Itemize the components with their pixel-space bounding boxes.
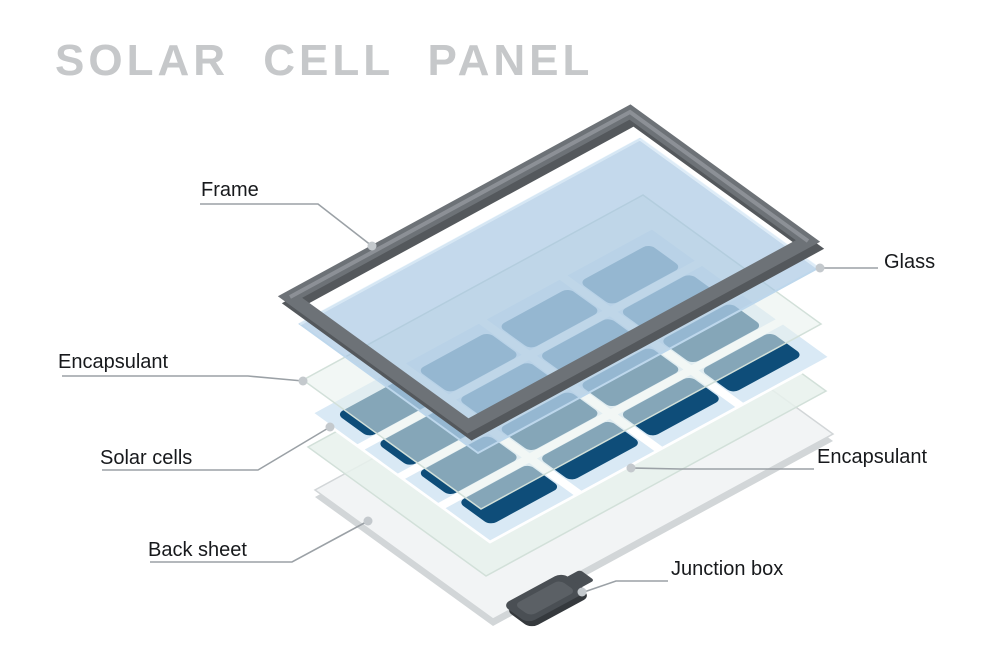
frame-leader-dot <box>367 241 377 251</box>
encapsulant-right-leader-line <box>632 467 814 470</box>
back-sheet-label: Back sheet <box>148 539 247 561</box>
junction-box-leader-dot <box>577 587 587 597</box>
frame-leader-line <box>200 203 373 247</box>
encapsulant-right-leader-dot <box>626 463 636 473</box>
glass-layer <box>298 137 820 455</box>
encapsulant-left-leader-dot <box>298 376 308 386</box>
glass-leader-dot <box>815 263 825 273</box>
frame-bevel-highlight <box>289 109 810 299</box>
glass-highlight <box>299 137 641 326</box>
solar-cells-leader-line <box>102 426 331 471</box>
leader-lines <box>62 203 878 593</box>
junction-box-leader-line <box>583 580 668 593</box>
encapsulant-left-leader-line <box>62 375 304 382</box>
leader-dots <box>298 241 825 597</box>
back-sheet-leader-dot <box>363 516 373 526</box>
frame-layer <box>277 104 825 441</box>
back-sheet-leader-line <box>150 520 369 563</box>
solar-cells-label: Solar cells <box>100 447 193 469</box>
encapsulant-right-label: Encapsulant <box>817 446 928 468</box>
junction-box-face <box>517 581 573 615</box>
junction-box <box>506 570 593 627</box>
glass-label: Glass <box>884 251 936 273</box>
page-title: SOLAR CELL PANEL <box>55 36 594 85</box>
encapsulant-left-label: Encapsulant <box>58 351 169 373</box>
junction-box-body-group <box>506 570 593 622</box>
solar-cells-leader-dot <box>325 422 335 432</box>
frame-label: Frame <box>201 179 259 201</box>
junction-box-label: Junction box <box>671 558 784 580</box>
